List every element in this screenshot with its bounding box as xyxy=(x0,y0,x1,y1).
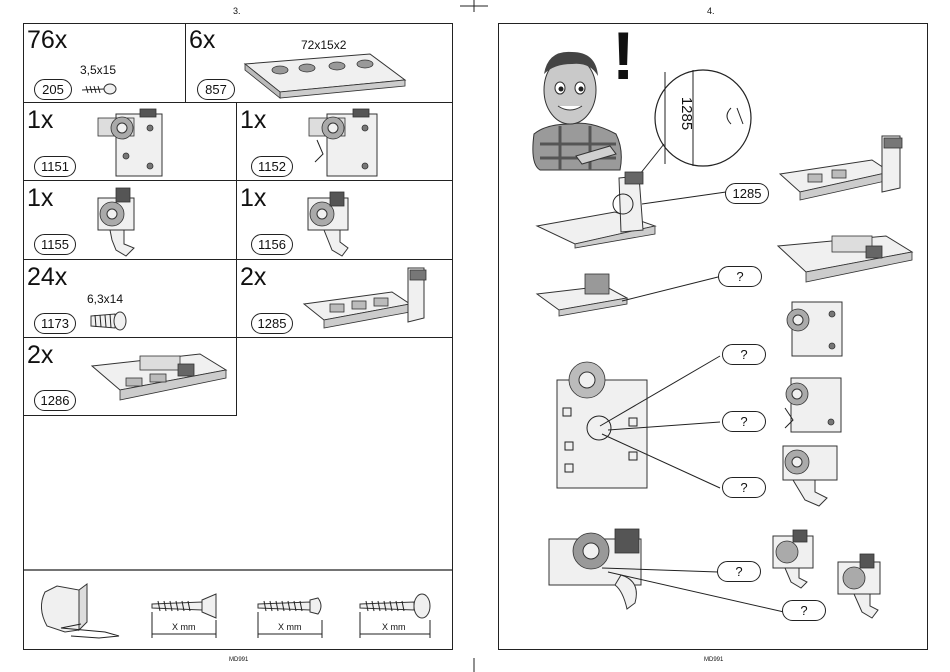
roller-1152-icon xyxy=(303,106,383,181)
qty-1173: 24x xyxy=(27,265,67,290)
bracket-1286-icon xyxy=(90,350,230,410)
code-1173: 1173 xyxy=(34,313,76,334)
callout-q-1: ? xyxy=(718,266,762,287)
screw-205-icon xyxy=(80,80,120,100)
callout-line-1285 xyxy=(640,188,730,208)
callout-q-6: ? xyxy=(782,600,826,621)
roller-1156-icon xyxy=(300,184,355,259)
callout-q-3: ? xyxy=(722,411,766,432)
callout-lines-plate xyxy=(598,352,728,492)
roller-1155-icon xyxy=(90,184,145,259)
right-footer: MD991 xyxy=(704,657,723,663)
roller-1155-side xyxy=(775,442,845,507)
screw-dim-1: X mm xyxy=(172,622,196,632)
screw-dim-2: X mm xyxy=(278,622,302,632)
warning-mark: ! xyxy=(612,20,635,92)
screw-raised-icon xyxy=(256,590,336,640)
screw-dim-3: X mm xyxy=(382,622,406,632)
code-857: 857 xyxy=(197,79,235,100)
code-1156: 1156 xyxy=(251,234,293,255)
callout-line-2 xyxy=(620,275,720,305)
bottom-strip-divider xyxy=(23,570,453,572)
code-1151: 1151 xyxy=(34,156,76,177)
roller-1151-icon xyxy=(92,106,172,181)
qty-1155: 1x xyxy=(27,186,53,211)
qty-1286: 2x xyxy=(27,343,53,368)
bracket-1286-side xyxy=(776,232,916,292)
callout-q-2: ? xyxy=(722,344,766,365)
zoom-label: 1285 xyxy=(678,97,695,130)
plate-857-icon xyxy=(240,52,410,102)
code-205: 205 xyxy=(34,79,72,100)
roller-1151-side xyxy=(776,296,846,361)
clip-icon xyxy=(35,578,125,648)
code-1152: 1152 xyxy=(251,156,293,177)
roller-1152-side xyxy=(775,372,845,437)
bracket-1285-icon xyxy=(300,264,440,334)
size-1173: 6,3x14 xyxy=(87,292,123,306)
code-1285: 1285 xyxy=(251,313,293,334)
assembly-bracket-main xyxy=(535,168,665,248)
qty-1151: 1x xyxy=(27,108,53,133)
bracket-1285-side xyxy=(778,130,918,210)
callout-q-5: ? xyxy=(717,561,761,582)
callout-q-4: ? xyxy=(722,477,766,498)
callout-1285: 1285 xyxy=(725,183,769,204)
size-857: 72x15x2 xyxy=(301,38,346,52)
qty-1285: 2x xyxy=(240,265,266,290)
qty-205: 76x xyxy=(27,28,67,53)
size-205: 3,5x15 xyxy=(80,63,116,77)
code-1286: 1286 xyxy=(34,390,76,411)
roller-1155-small xyxy=(767,528,822,588)
screw-countersunk-icon xyxy=(150,590,230,640)
screw-1173-icon xyxy=(87,310,129,332)
roller-1156-small xyxy=(832,552,887,622)
qty-1156: 1x xyxy=(240,186,266,211)
qty-857: 6x xyxy=(189,28,215,53)
code-1155: 1155 xyxy=(34,234,76,255)
left-footer: MD991 xyxy=(229,657,248,663)
screw-pan-icon xyxy=(358,590,438,640)
qty-1152: 1x xyxy=(240,108,266,133)
